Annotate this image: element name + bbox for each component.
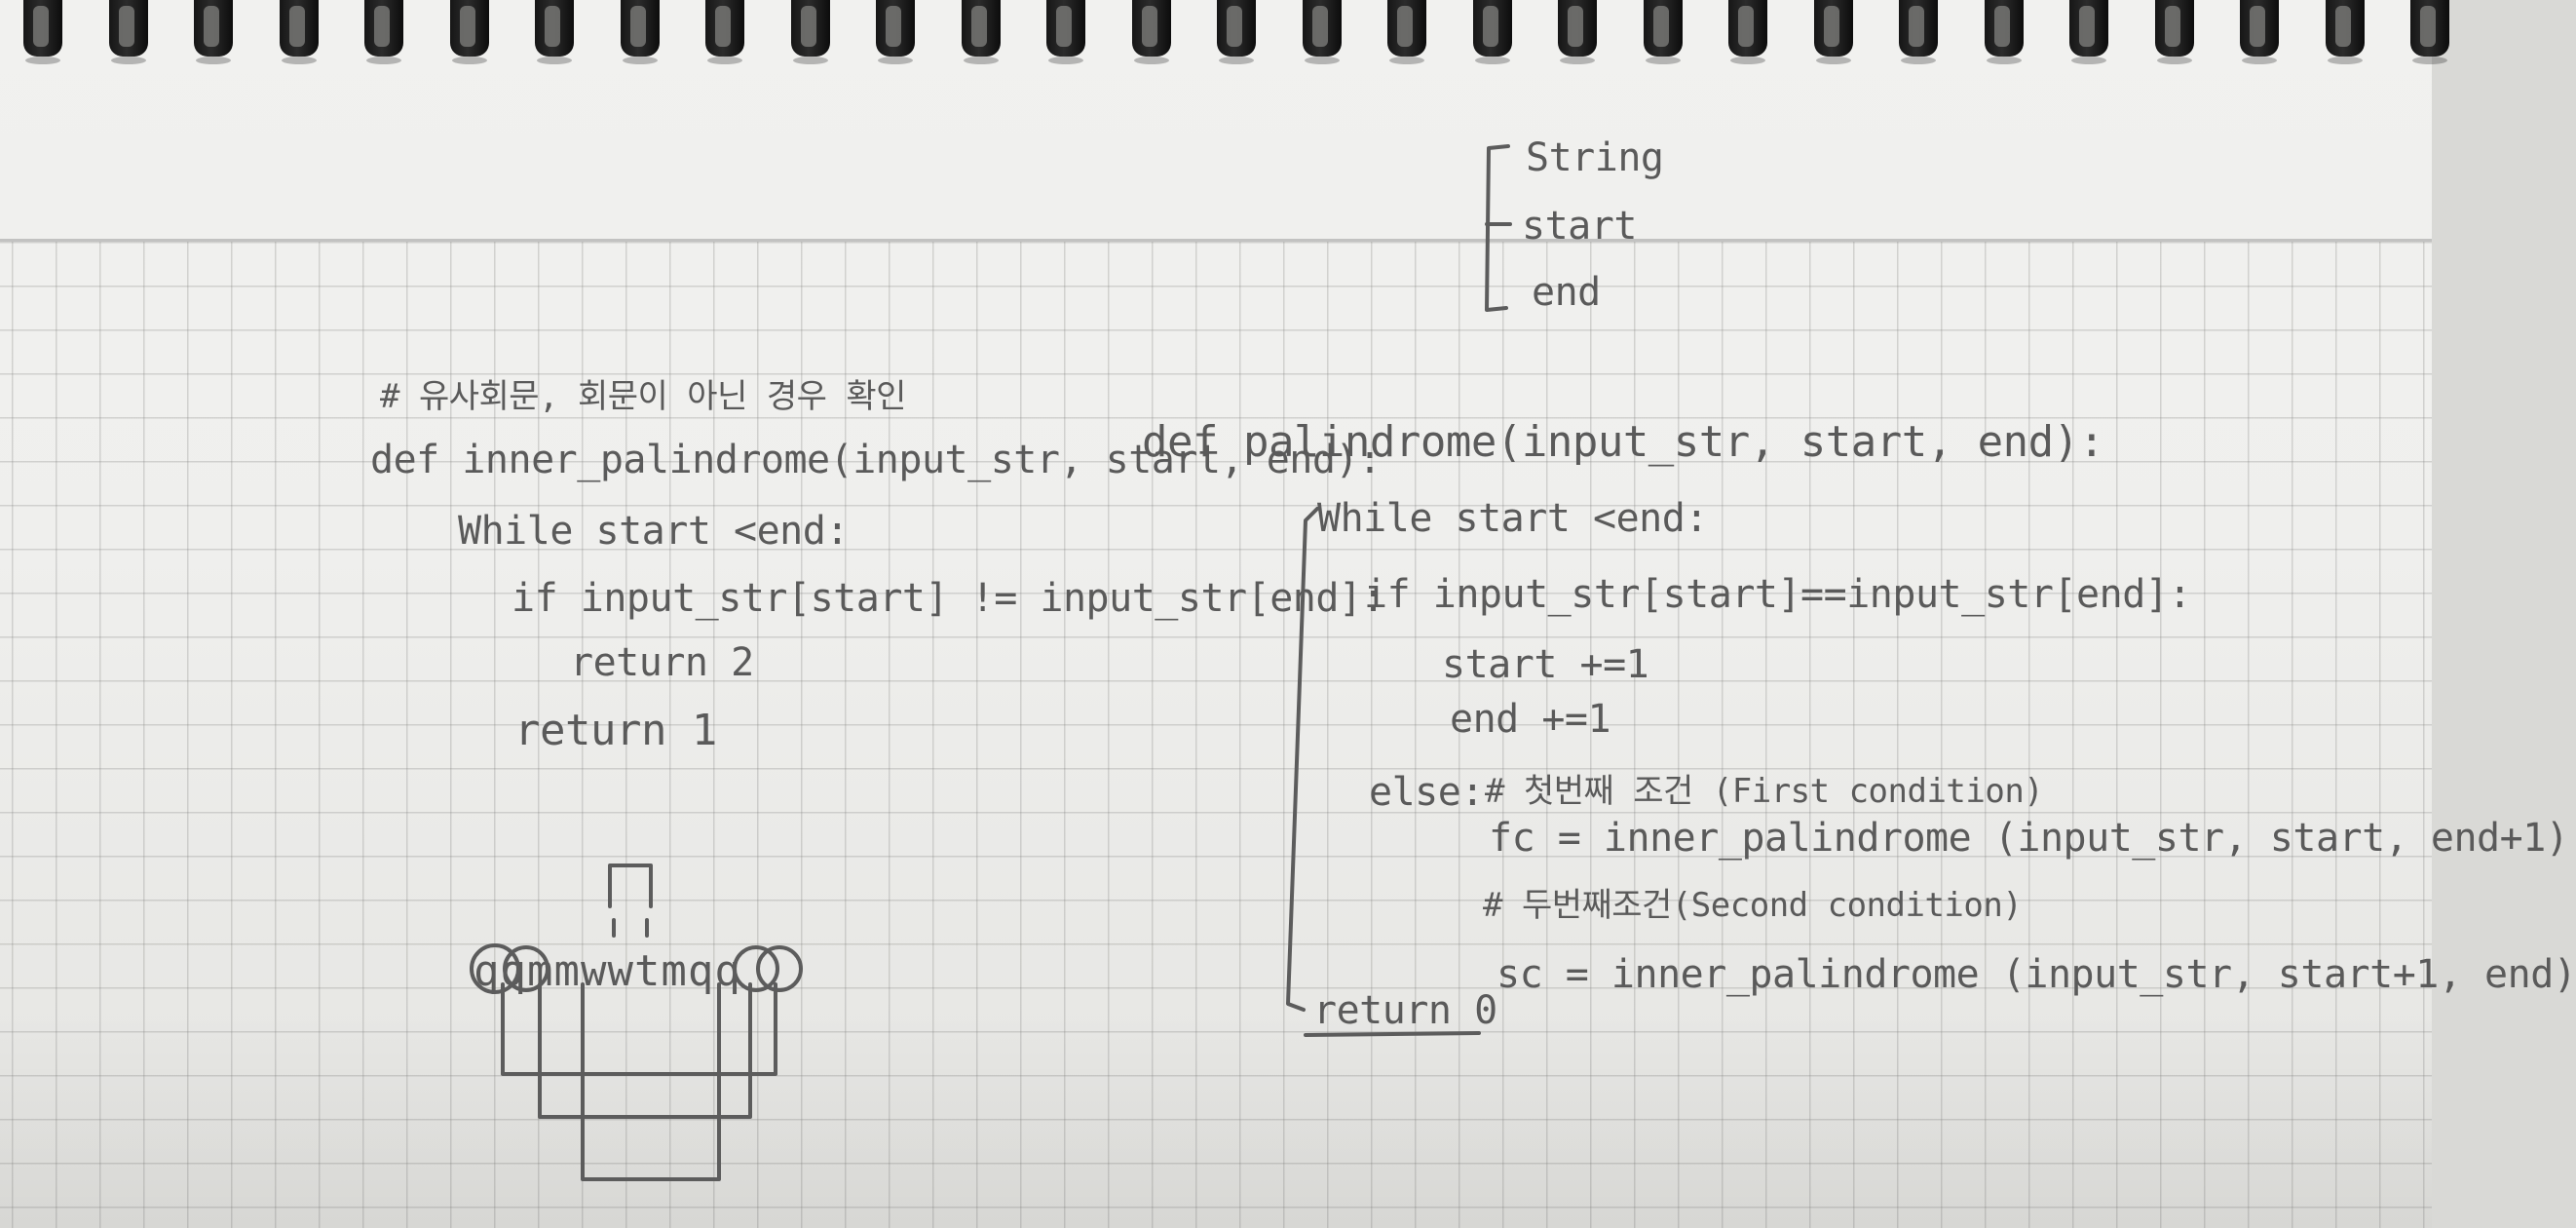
grid-top-border xyxy=(0,239,2432,242)
left-comment: # 유사회문, 회문이 아닌 경우 확인 xyxy=(380,377,906,416)
spiral-ring xyxy=(1387,0,1426,64)
bracket-item-string: String xyxy=(1526,135,1664,180)
right-comment-first: # 첫번째 조건 (First condition) xyxy=(1485,772,2044,811)
notebook-page xyxy=(0,0,2432,1228)
spiral-ring xyxy=(1899,0,1938,64)
spiral-ring xyxy=(1046,0,1085,64)
left-return-1: return 1 xyxy=(514,706,717,755)
spiral-ring xyxy=(364,0,403,64)
diagram-circle-last xyxy=(756,945,803,992)
right-comment-second: # 두번째조건(Second condition) xyxy=(1483,886,2023,925)
spiral-ring xyxy=(1302,0,1342,64)
spiral-ring xyxy=(2240,0,2279,64)
top-bracket-line xyxy=(1485,144,1510,312)
diagram-circle-second xyxy=(503,945,549,992)
spiral-ring xyxy=(620,0,660,64)
diagram-middle-box xyxy=(538,982,752,1119)
spiral-ring xyxy=(961,0,1001,64)
diagram-circle-ninth xyxy=(733,945,779,992)
spiral-ring xyxy=(1813,0,1853,64)
spiral-ring xyxy=(876,0,915,64)
while-scope-bracket xyxy=(1286,507,1319,1012)
spiral-ring xyxy=(2069,0,2108,64)
graph-paper-grid xyxy=(0,242,2432,1228)
right-if-line: if input_str[start]==input_str[end]: xyxy=(1364,572,2191,617)
index-box-diagram xyxy=(470,863,803,1181)
right-while-line: While start <end: xyxy=(1317,496,1708,541)
spiral-ring xyxy=(1984,0,2024,64)
right-end-increment: end +=1 xyxy=(1450,697,1611,742)
spiral-ring xyxy=(790,0,830,64)
spiral-binding xyxy=(0,0,2449,78)
left-return-2: return 2 xyxy=(570,640,754,685)
pencil-strokes xyxy=(470,144,1512,1181)
spiral-ring xyxy=(2325,0,2365,64)
right-def-line: def palindrome(input_str, start, end): xyxy=(1142,417,2104,467)
spiral-ring xyxy=(1558,0,1597,64)
bracket-item-end: end xyxy=(1532,270,1601,315)
diagram-top-connector xyxy=(612,918,649,938)
left-def-line: def inner_palindrome(input_str, start, e… xyxy=(370,438,1382,482)
spiral-ring xyxy=(535,0,574,64)
page-shadow xyxy=(0,1014,2432,1228)
spiral-ring xyxy=(1217,0,1256,64)
diagram-top-box xyxy=(608,863,653,908)
spiral-ring xyxy=(2410,0,2449,64)
right-else-line: else: xyxy=(1369,770,1484,815)
left-while-line: While start <end: xyxy=(458,509,849,554)
diagram-inner-box xyxy=(581,982,721,1181)
right-fc-line: fc = inner_palindrome (input_str, start,… xyxy=(1489,816,2569,861)
spiral-ring xyxy=(108,0,148,64)
spiral-ring xyxy=(705,0,744,64)
spiral-ring xyxy=(449,0,489,64)
right-sc-line: sc = inner_palindrome (input_str, start+… xyxy=(1496,952,2576,997)
spiral-ring xyxy=(1643,0,1683,64)
right-start-increment: start +=1 xyxy=(1442,642,1649,687)
left-if-line: if input_str[start] != input_str[end]: xyxy=(511,576,1385,621)
spiral-ring xyxy=(194,0,233,64)
spiral-ring xyxy=(1131,0,1171,64)
spiral-ring xyxy=(279,0,319,64)
spiral-ring xyxy=(1472,0,1512,64)
bracket-item-start: start xyxy=(1522,204,1637,249)
diagram-outer-box xyxy=(501,982,777,1076)
spiral-ring xyxy=(1728,0,1767,64)
diagram-circle-first xyxy=(470,943,520,994)
return-underline xyxy=(1304,1031,1481,1037)
spiral-ring xyxy=(2154,0,2194,64)
right-return-0: return 0 xyxy=(1313,988,1497,1033)
spiral-ring xyxy=(23,0,62,64)
